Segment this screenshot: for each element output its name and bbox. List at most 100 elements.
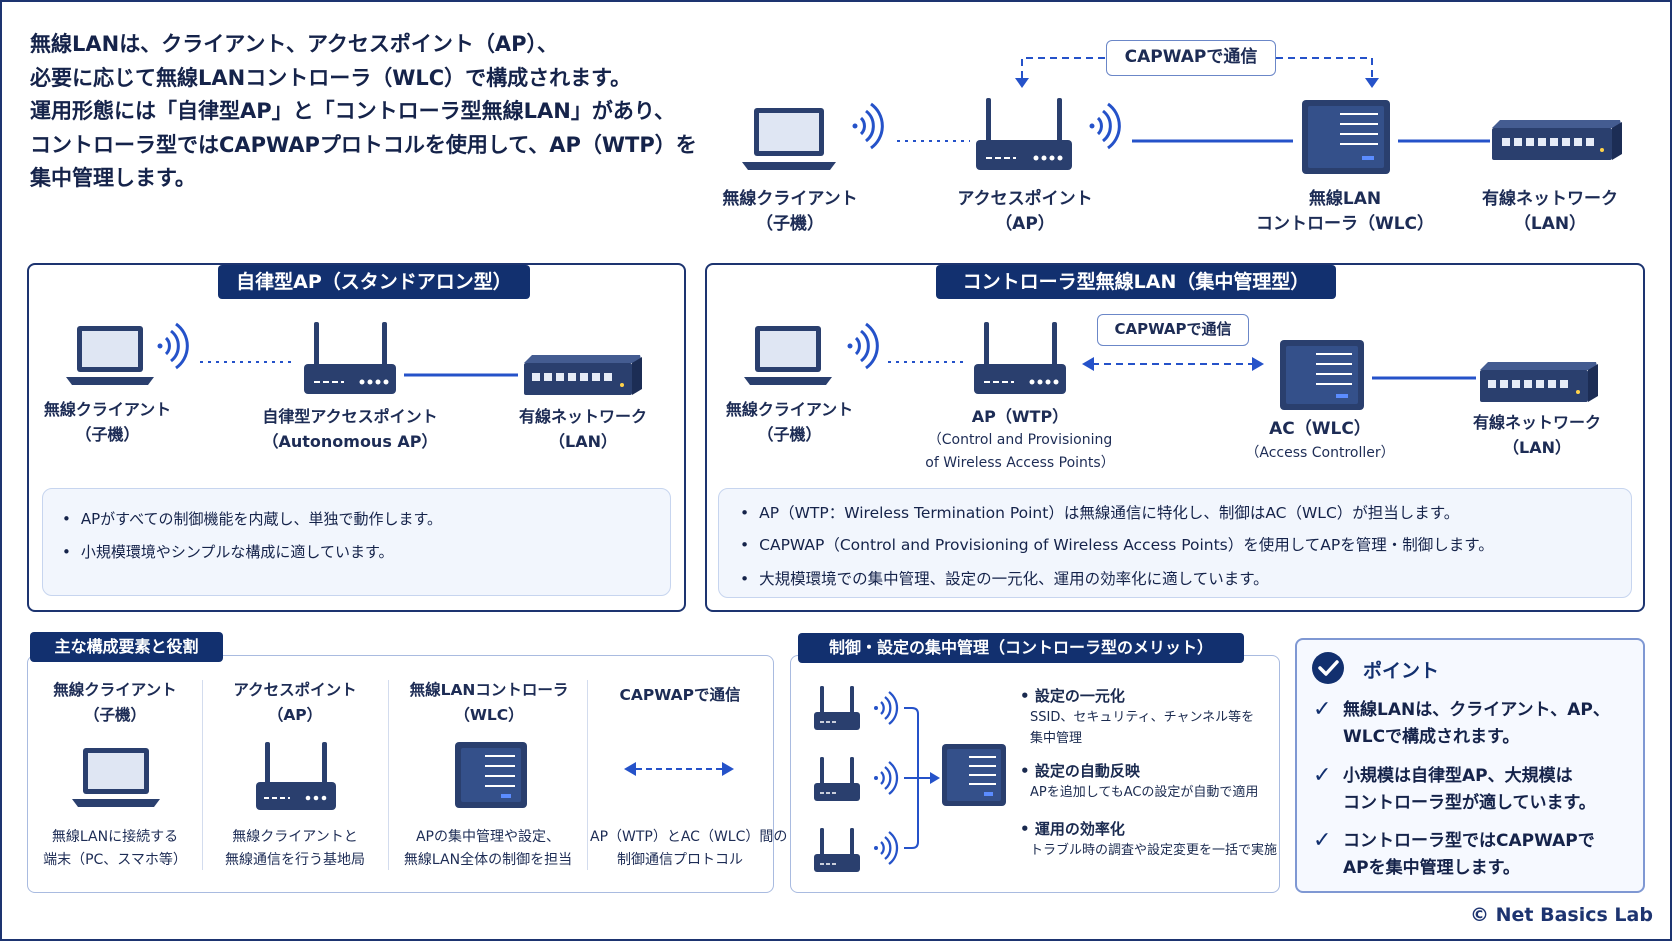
server-icon bbox=[1302, 100, 1390, 174]
component-ap-desc: 無線クライアントと無線通信を行う基地局 bbox=[225, 829, 365, 868]
autonomous-bullet: 小規模環境やシンプルな構成に適しています。 bbox=[62, 541, 394, 562]
controller-title: コントローラ型無線LAN（集中管理型） bbox=[936, 265, 1336, 299]
top-ap-label: アクセスポイント（AP） bbox=[957, 189, 1093, 234]
checkmark-icon: ✓ bbox=[1313, 763, 1332, 788]
arrow-head bbox=[624, 762, 636, 776]
copyright: © Net Basics Lab bbox=[1470, 904, 1653, 926]
component-wlc-name: 無線LANコントローラ（WLC） bbox=[409, 681, 569, 724]
central-item-head: 運用の効率化 bbox=[1034, 820, 1125, 838]
controller-lan-label: 有線ネットワーク（LAN） bbox=[1472, 413, 1601, 457]
top-capwap-arrow bbox=[1021, 57, 1373, 78]
autonomous-lan-label: 有線ネットワーク（LAN） bbox=[518, 407, 647, 451]
top-capwap-label: CAPWAPで通信 bbox=[1106, 40, 1276, 76]
arrow-head bbox=[1015, 78, 1029, 88]
router-icon bbox=[304, 322, 396, 394]
divider bbox=[202, 680, 203, 870]
laptop-icon bbox=[744, 326, 832, 385]
central-item-head: 設定の一元化 bbox=[1034, 687, 1125, 705]
central-title: 制御・設定の集中管理（コントローラ型のメリット） bbox=[798, 633, 1244, 663]
intro-line: 無線LANは、クライアント、アクセスポイント（AP）、 bbox=[30, 32, 559, 56]
divider bbox=[587, 680, 588, 870]
central-item-head: 設定の自動反映 bbox=[1034, 762, 1140, 780]
router-icon bbox=[976, 98, 1072, 170]
controller-client-label: 無線クライアント（子機） bbox=[725, 400, 854, 444]
switch-icon bbox=[1492, 120, 1622, 160]
controller-capwap-label: CAPWAPで通信 bbox=[1097, 314, 1249, 346]
laptop-icon bbox=[72, 748, 160, 807]
component-capwap-desc: AP（WTP）とAC（WLC）間の制御通信プロトコル bbox=[590, 829, 788, 868]
laptop-icon bbox=[66, 326, 154, 385]
point-item: 小規模は自律型AP、大規模はコントローラ型が適しています。 bbox=[1343, 766, 1596, 813]
central-item-desc: APを追加してもACの設定が自動で適用 bbox=[1030, 785, 1259, 800]
controller-bullet: CAPWAP（Control and Provisioning of Wirel… bbox=[740, 533, 1494, 555]
router-icon bbox=[814, 757, 860, 801]
central-item-desc: SSID、セキュリティ、チャンネル等を bbox=[1030, 710, 1255, 725]
controller-ac-label: AC（WLC） （Access Controller） bbox=[1245, 419, 1395, 461]
divider bbox=[388, 680, 389, 870]
checkmark-icon: ✓ bbox=[1313, 697, 1332, 722]
points-panel bbox=[1295, 638, 1645, 893]
central-panel bbox=[790, 655, 1280, 893]
wifi-icon bbox=[874, 691, 899, 725]
arrow-head bbox=[1365, 78, 1379, 88]
intro-line: 運用形態には「自律型AP」と「コントローラ型無線LAN」があり、 bbox=[30, 99, 676, 123]
component-client-desc: 無線LANに接続する端末（PC、スマホ等） bbox=[43, 829, 187, 868]
laptop-icon bbox=[742, 108, 836, 170]
wifi-icon bbox=[852, 102, 884, 150]
controller-ap-label: AP（WTP） （Control and Provisioning of Wir… bbox=[925, 407, 1115, 471]
wifi-icon bbox=[847, 322, 879, 370]
central-item: • 設定の一元化 SSID、セキュリティ、チャンネル等を 集中管理 bbox=[1020, 685, 1254, 749]
arrow-head bbox=[722, 762, 734, 776]
central-item: • 運用の効率化 トラブル時の調査や設定変更を一括で実施 bbox=[1020, 818, 1277, 862]
components-title: 主な構成要素と役割 bbox=[30, 632, 223, 662]
arrow-head bbox=[1252, 357, 1264, 371]
wifi-icon bbox=[874, 831, 899, 865]
autonomous-ap-label: 自律型アクセスポイント（Autonomous AP） bbox=[262, 407, 438, 451]
autonomous-client-label: 無線クライアント（子機） bbox=[43, 400, 172, 444]
switch-icon bbox=[524, 355, 642, 395]
point-item: 無線LANは、クライアント、AP、WLCで構成されます。 bbox=[1343, 700, 1610, 747]
component-ap-name: アクセスポイント（AP） bbox=[233, 681, 357, 724]
wifi-icon bbox=[1089, 102, 1121, 150]
wifi-icon bbox=[874, 761, 899, 795]
controller-bullet: 大規模環境での集中管理、設定の一元化、運用の効率化に適しています。 bbox=[740, 567, 1269, 589]
intro-line: 必要に応じて無線LANコントローラ（WLC）で構成されます。 bbox=[30, 65, 632, 90]
switch-icon bbox=[1480, 362, 1598, 402]
checkmark-icon: ✓ bbox=[1313, 828, 1332, 853]
server-icon bbox=[455, 742, 527, 808]
central-item: • 設定の自動反映 APを追加してもACの設定が自動で適用 bbox=[1020, 760, 1258, 804]
router-icon bbox=[974, 322, 1066, 394]
autonomous-title: 自律型AP（スタンドアロン型） bbox=[218, 265, 530, 299]
top-lan-label: 有線ネットワーク（LAN） bbox=[1482, 189, 1618, 234]
controller-bullet: AP（WTP：Wireless Termination Point）は無線通信に… bbox=[740, 501, 1459, 523]
router-icon bbox=[814, 828, 860, 872]
components-panel bbox=[27, 655, 774, 893]
central-item-desc: 集中管理 bbox=[1030, 731, 1083, 746]
intro-text: 無線LANは、クライアント、アクセスポイント（AP）、 必要に応じて無線LANコ… bbox=[30, 28, 710, 196]
router-icon bbox=[256, 742, 336, 810]
component-client-name: 無線クライアント（子機） bbox=[53, 681, 177, 724]
server-icon bbox=[942, 744, 1006, 806]
points-title: ポイント bbox=[1363, 660, 1440, 682]
top-client-label: 無線クライアント（子機） bbox=[722, 189, 858, 234]
arrow-head bbox=[930, 772, 940, 784]
component-capwap-name: CAPWAPで通信 bbox=[619, 686, 741, 704]
router-icon bbox=[814, 686, 860, 730]
wifi-icon bbox=[157, 322, 189, 370]
bracket-connector bbox=[904, 707, 932, 849]
component-wlc-desc: APの集中管理や設定、無線LAN全体の制御を担当 bbox=[403, 829, 573, 868]
intro-line: 集中管理します。 bbox=[30, 166, 196, 190]
intro-line: コントローラ型ではCAPWAPプロトコルを使用して、AP（WTP）を bbox=[30, 132, 697, 157]
central-item-desc: トラブル時の調査や設定変更を一括で実施 bbox=[1030, 843, 1278, 858]
server-icon bbox=[1280, 340, 1364, 410]
arrow-head bbox=[1082, 357, 1094, 371]
